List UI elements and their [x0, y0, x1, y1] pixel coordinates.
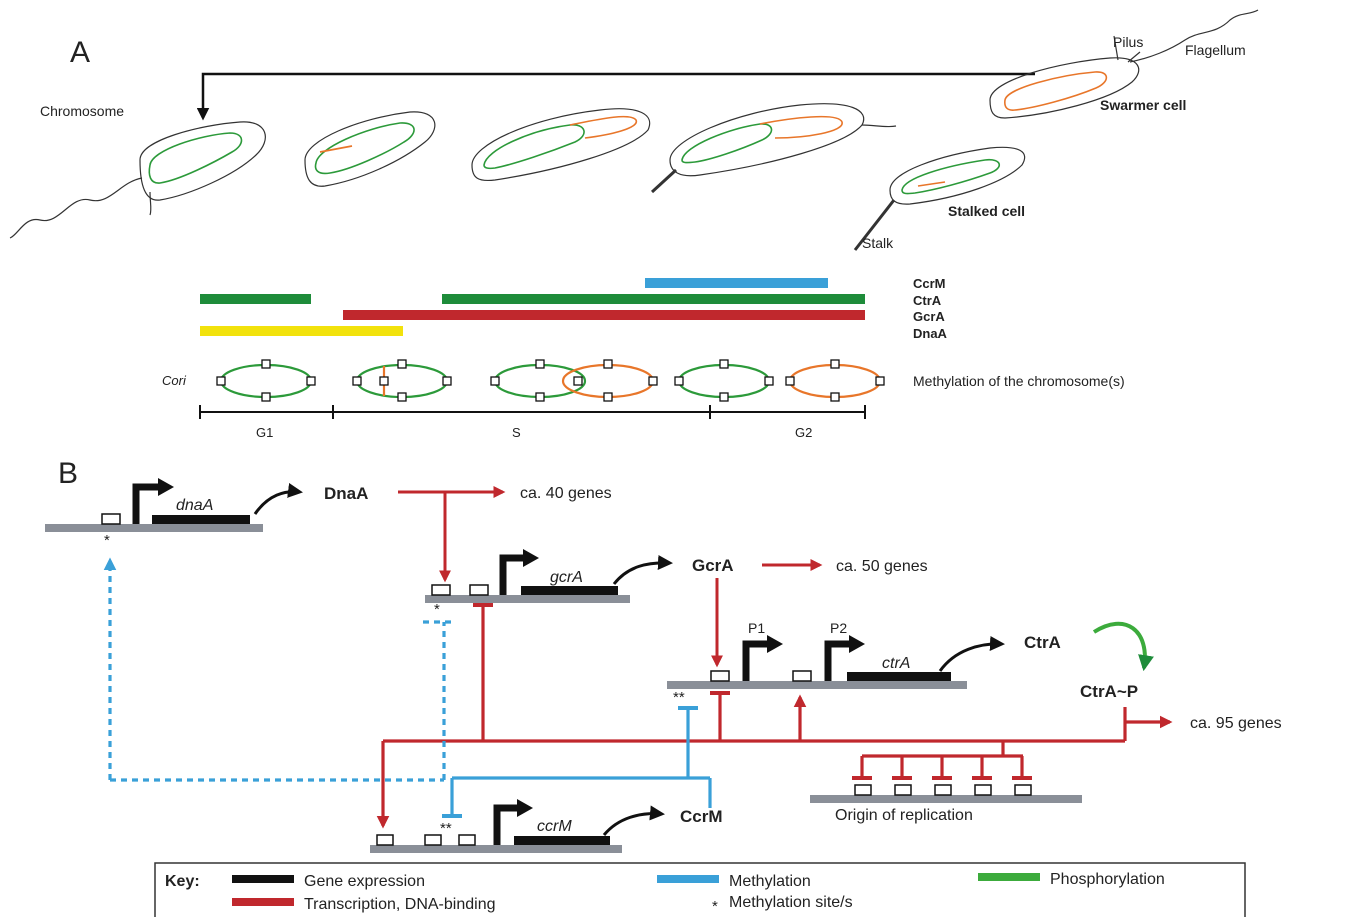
- gcra-protein: GcrA: [692, 556, 734, 575]
- dnaa-star: *: [104, 532, 110, 549]
- chromosome-circles: [219, 363, 882, 399]
- ctra-p-protein: CtrA~P: [1080, 682, 1138, 701]
- dnaa-protein: DnaA: [324, 484, 368, 503]
- key-methylation: Methylation: [729, 873, 811, 890]
- chromosome-early-s: [355, 363, 449, 399]
- regulator-ccrm: CcrM: [913, 276, 946, 291]
- methylation-dashed-feedback: [103, 557, 456, 782]
- methylation-label: Methylation of the chromosome(s): [913, 373, 1125, 389]
- chromosome-g1: [219, 363, 313, 399]
- chromosome-label: Chromosome: [40, 103, 124, 119]
- dnaa-bar: [200, 326, 403, 336]
- gcra-targets: ca. 50 genes: [836, 558, 928, 575]
- methylation-site-boxes: [216, 359, 885, 402]
- ccrm-protein: CcrM: [680, 807, 723, 826]
- promoter-p1: P1: [748, 620, 765, 636]
- gcra-bar: [343, 310, 865, 320]
- ctrap-regulatory-network: [376, 603, 1173, 829]
- ctra-bar-s-g2: [442, 294, 865, 304]
- regulator-bars: [200, 278, 865, 336]
- dnaa-outputs: [398, 486, 506, 583]
- key-methylation-site: Methylation site/s: [729, 894, 853, 911]
- stalked-cell: [853, 146, 1026, 251]
- regulator-gcra: GcrA: [913, 309, 945, 324]
- key-swatch-gene-expression: [232, 875, 294, 883]
- ctra-protein: CtrA: [1024, 633, 1061, 652]
- ccrm-double-star: **: [440, 820, 452, 837]
- promoter-p2: P2: [830, 620, 847, 636]
- swarmer-cell: [989, 9, 1259, 119]
- cell-3: [471, 108, 651, 182]
- chromosome-g2-orange: [788, 363, 882, 399]
- ccrm-bar: [645, 278, 828, 288]
- stalked-cell-label: Stalked cell: [948, 203, 1025, 219]
- regulator-dnaa: DnaA: [913, 326, 948, 341]
- key-swatch-transcription: [232, 898, 294, 906]
- origin-of-replication: [810, 784, 1082, 803]
- flagellum-label: Flagellum: [1185, 42, 1246, 58]
- cell-4: [650, 103, 897, 194]
- stalk-label: Stalk: [862, 235, 894, 251]
- chromosome-g2-green: [677, 363, 771, 399]
- ctra-targets: ca. 95 genes: [1190, 715, 1282, 732]
- ctra-gene: [667, 635, 1005, 689]
- dnaa-gene-label: dnaA: [176, 497, 213, 514]
- ctra-gene-label: ctrA: [882, 655, 910, 672]
- key-swatch-phosphorylation: [978, 873, 1040, 881]
- ctra-double-star: **: [673, 689, 685, 706]
- key-star-symbol: *: [712, 898, 718, 915]
- key-box: [154, 862, 1246, 917]
- gcra-gene-label: gcrA: [550, 569, 583, 586]
- cycle-return-arrow: [196, 72, 1035, 121]
- phase-g1: G1: [256, 425, 273, 440]
- cell-1: [9, 121, 266, 239]
- cori-label: Cori: [162, 373, 187, 388]
- key-title: Key:: [165, 873, 200, 890]
- pilus-label: Pilus: [1113, 34, 1143, 50]
- dnaa-gene: [45, 478, 303, 532]
- key-swatch-methylation: [657, 875, 719, 883]
- swarmer-cell-label: Swarmer cell: [1100, 97, 1186, 113]
- dnaa-targets: ca. 40 genes: [520, 485, 612, 502]
- phase-g2: G2: [795, 425, 812, 440]
- gcra-star: *: [434, 601, 440, 618]
- cell-2: [304, 111, 436, 187]
- key-gene-expression: Gene expression: [304, 873, 425, 890]
- key-transcription: Transcription, DNA-binding: [304, 896, 495, 913]
- gcra-gene: [425, 549, 673, 603]
- origin-label: Origin of replication: [835, 807, 973, 824]
- panel-a-label: A: [70, 36, 90, 69]
- panel-b-label: B: [58, 457, 78, 490]
- regulator-ctra: CtrA: [913, 293, 942, 308]
- phase-s: S: [512, 425, 521, 440]
- phosphorylation-arrow: [1092, 621, 1154, 672]
- regulator-legend: CcrM CtrA GcrA DnaA: [913, 276, 948, 341]
- methylation-network: [442, 706, 712, 818]
- ctra-bar-g1: [200, 294, 311, 304]
- ccrm-gene-label: ccrM: [537, 818, 572, 835]
- key-phosphorylation: Phosphorylation: [1050, 871, 1165, 888]
- phase-axis: [199, 405, 866, 419]
- ccrm-gene: [370, 799, 665, 853]
